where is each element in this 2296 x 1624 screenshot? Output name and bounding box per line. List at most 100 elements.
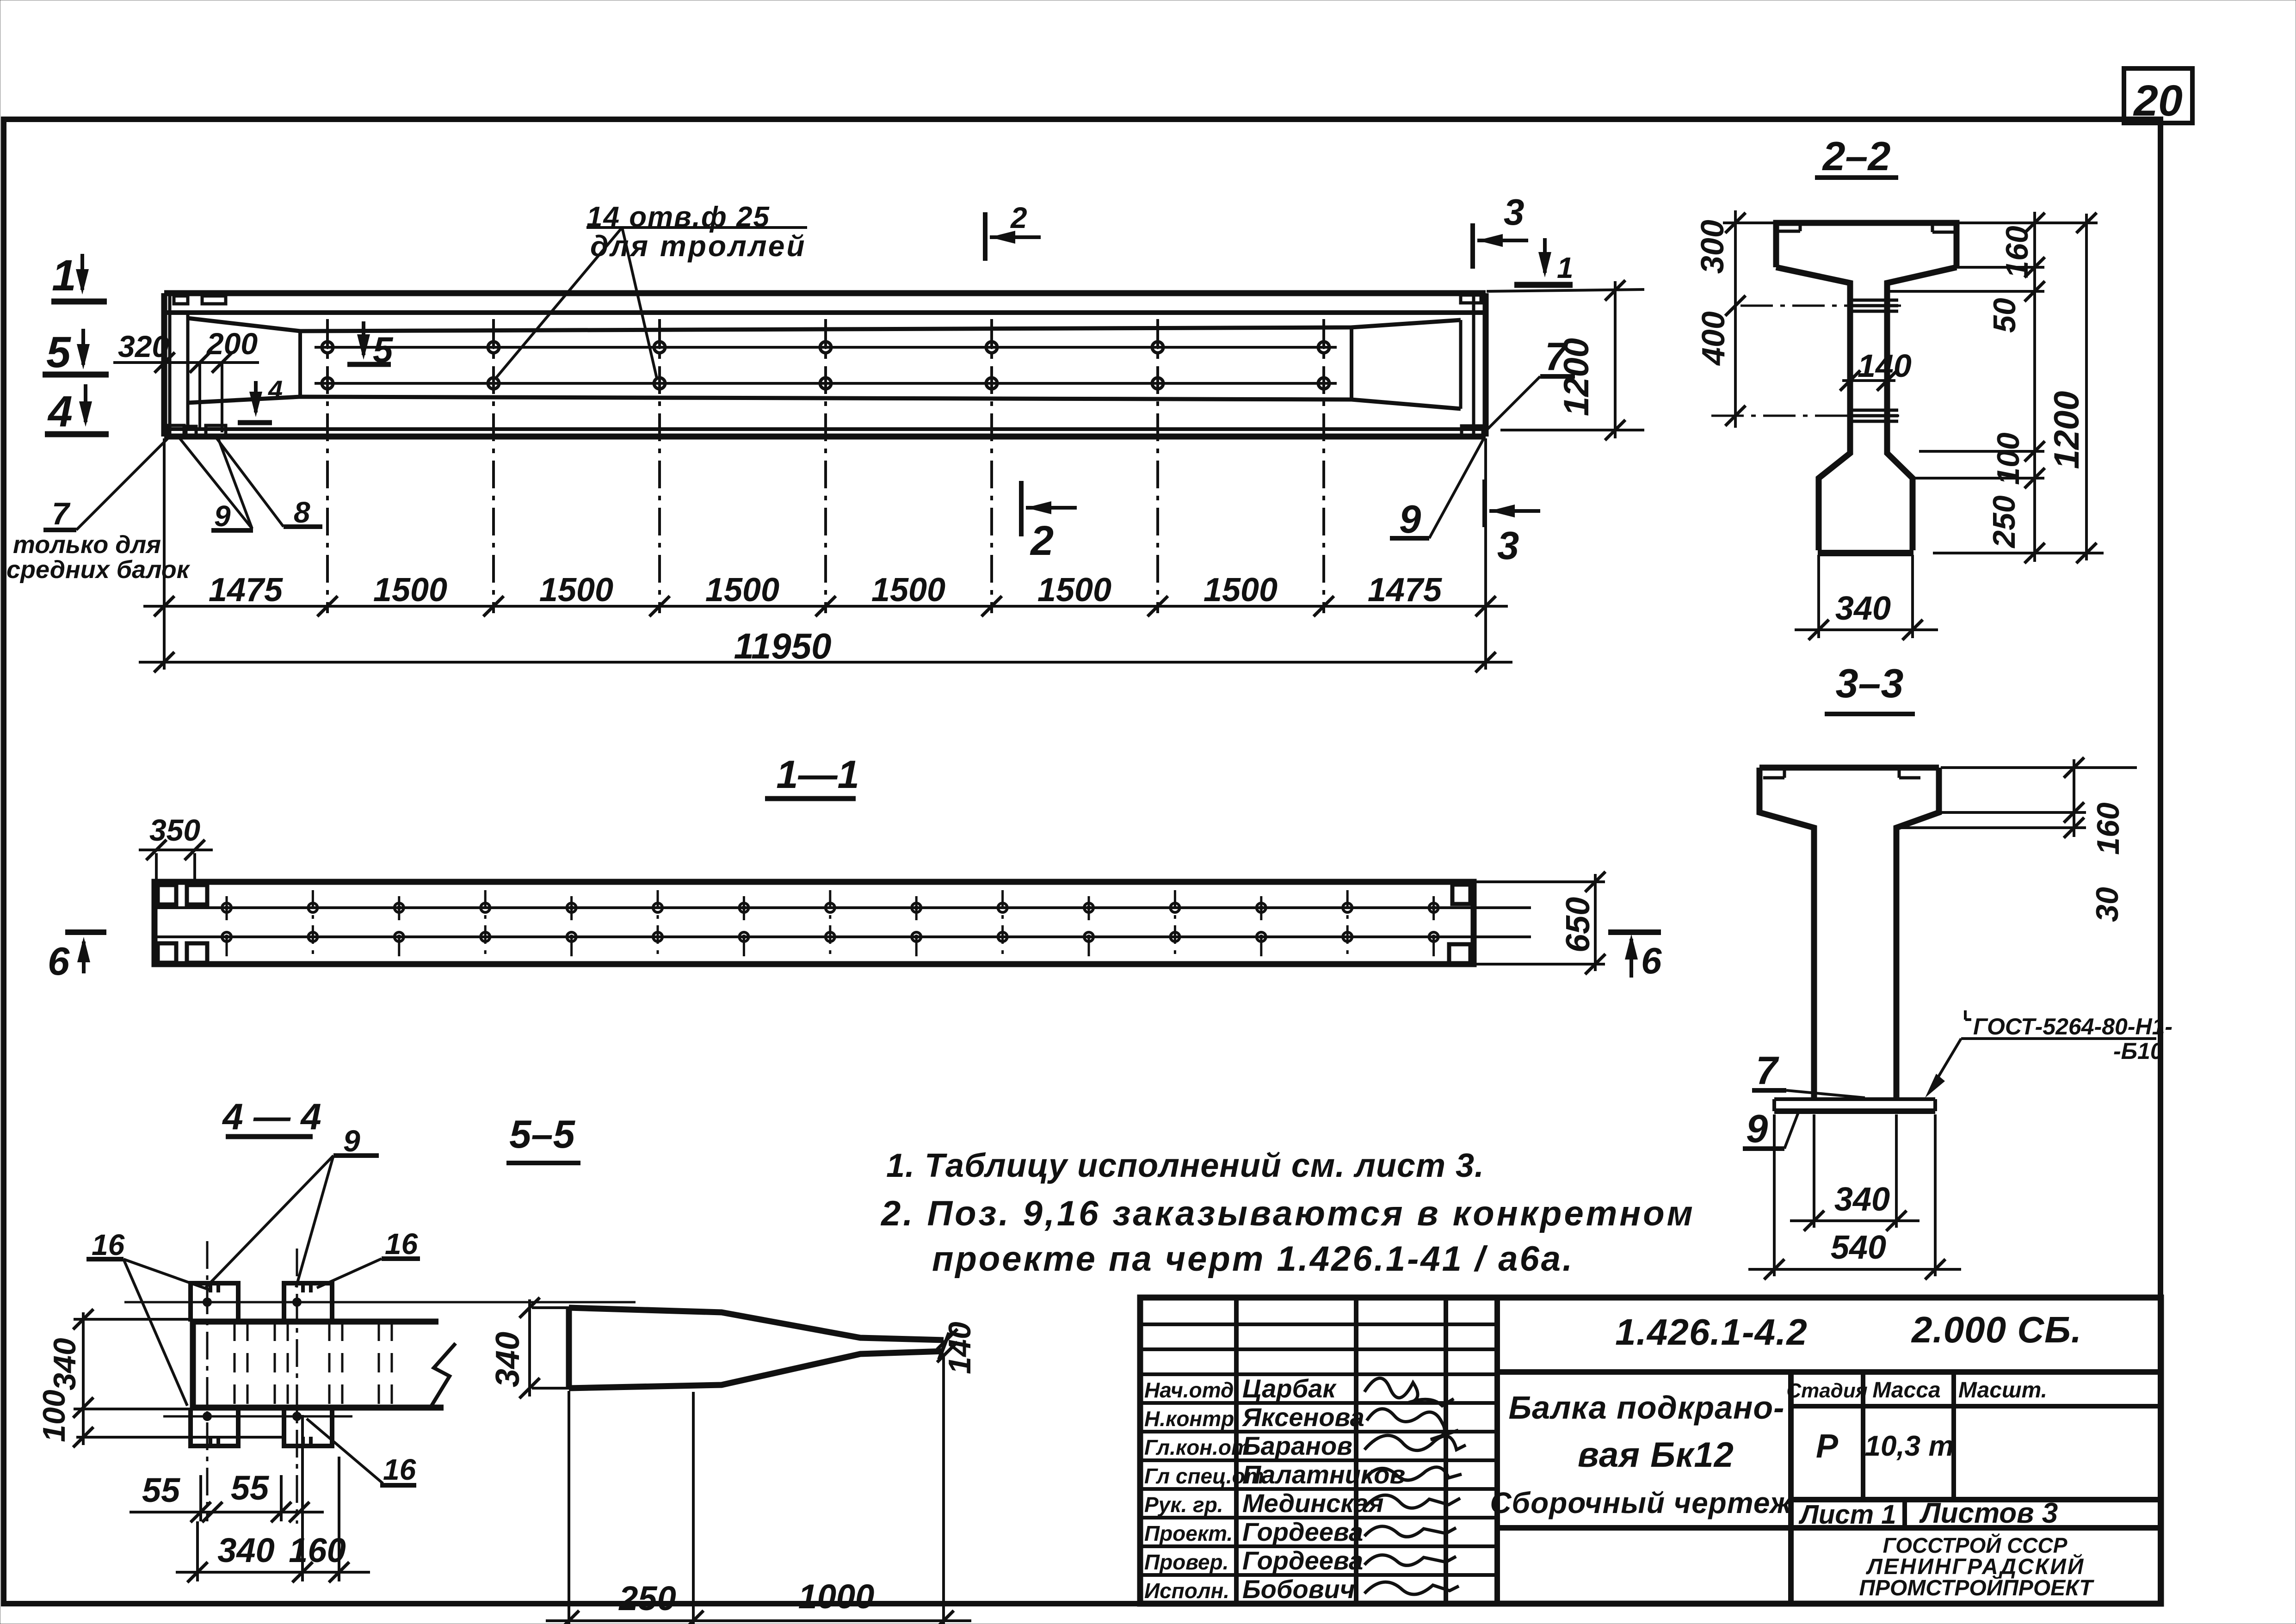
- svg-text:5: 5: [46, 328, 71, 377]
- svg-text:6: 6: [48, 940, 70, 984]
- svg-text:1—1: 1—1: [776, 753, 859, 797]
- svg-text:вая Бк12: вая Бк12: [1578, 1435, 1734, 1475]
- svg-text:Рук. гр.: Рук. гр.: [1144, 1493, 1223, 1517]
- svg-text:140: 140: [942, 1322, 977, 1374]
- svg-text:проекте па черт 1.426.1-41: проекте па черт 1.426.1-41 / а6а.: [932, 1239, 1574, 1279]
- svg-text:140: 140: [1858, 348, 1912, 384]
- svg-text:Проект.: Проект.: [1144, 1521, 1233, 1545]
- svg-text:50: 50: [1987, 298, 2022, 333]
- svg-text:11950: 11950: [734, 626, 831, 666]
- svg-text:340: 340: [47, 1338, 82, 1390]
- svg-text:ГОССТРОЙ СССР: ГОССТРОЙ СССР: [1883, 1533, 2068, 1557]
- svg-text:2–2: 2–2: [1822, 133, 1891, 179]
- svg-text:350: 350: [149, 813, 200, 847]
- svg-text:Гордеева: Гордеева: [1242, 1517, 1363, 1546]
- svg-text:9: 9: [1746, 1107, 1768, 1151]
- svg-text:3–3: 3–3: [1836, 660, 1904, 706]
- svg-text:Р: Р: [1816, 1428, 1839, 1465]
- svg-text:Стадия: Стадия: [1786, 1379, 1867, 1402]
- svg-text:3: 3: [1497, 524, 1519, 568]
- svg-text:Гл.кон.от: Гл.кон.от: [1144, 1435, 1250, 1459]
- svg-text:1200: 1200: [1557, 338, 1596, 416]
- svg-text:160: 160: [289, 1531, 346, 1569]
- svg-text:-Б10: -Б10: [2113, 1038, 2163, 1064]
- svg-text:Палатников: Палатников: [1242, 1460, 1405, 1489]
- svg-text:ПРОМСТРОЙПРОЕКТ: ПРОМСТРОЙПРОЕКТ: [1859, 1575, 2094, 1600]
- svg-text:250: 250: [618, 1579, 676, 1618]
- svg-text:1475: 1475: [209, 572, 283, 609]
- svg-text:Гл спец.от: Гл спец.от: [1144, 1464, 1264, 1488]
- svg-text:Балка подкрано-: Балка подкрано-: [1509, 1390, 1785, 1426]
- svg-text:16: 16: [383, 1453, 416, 1486]
- svg-text:1. Таблицу исполнений см. лис: 1. Таблицу исполнений см. лист 3.: [886, 1147, 1484, 1184]
- svg-text:Мединская: Мединская: [1242, 1489, 1383, 1518]
- svg-text:250: 250: [1987, 495, 2022, 549]
- svg-text:340: 340: [1835, 590, 1891, 627]
- svg-text:2.000 СБ.: 2.000 СБ.: [1911, 1309, 2082, 1350]
- svg-text:160: 160: [2000, 226, 2035, 278]
- svg-text:340: 340: [489, 1332, 526, 1387]
- svg-text:340: 340: [217, 1531, 274, 1569]
- svg-text:1500: 1500: [373, 572, 447, 609]
- svg-text:Провер.: Провер.: [1144, 1550, 1228, 1574]
- svg-text:100: 100: [1991, 432, 2026, 485]
- svg-text:Яксенова: Яксенова: [1241, 1403, 1364, 1432]
- svg-text:320: 320: [118, 329, 169, 363]
- svg-text:10,3 т: 10,3 т: [1864, 1430, 1954, 1462]
- svg-text:4 — 4: 4 — 4: [222, 1096, 321, 1137]
- svg-text:340: 340: [1834, 1181, 1890, 1218]
- svg-text:3: 3: [1504, 191, 1524, 233]
- svg-text:9: 9: [1399, 498, 1421, 541]
- svg-text:16: 16: [92, 1228, 125, 1261]
- svg-text:7: 7: [1545, 335, 1568, 379]
- svg-text:55: 55: [142, 1471, 181, 1509]
- svg-text:Нач.отд: Нач.отд: [1144, 1378, 1234, 1402]
- svg-text:650: 650: [1560, 897, 1597, 953]
- svg-text:540: 540: [1831, 1229, 1886, 1266]
- svg-text:4: 4: [268, 375, 283, 404]
- svg-text:Царбак: Царбак: [1242, 1374, 1337, 1403]
- svg-text:Баранов: Баранов: [1242, 1431, 1352, 1460]
- svg-text:20: 20: [2133, 76, 2183, 125]
- svg-text:2: 2: [1010, 201, 1027, 234]
- svg-text:1200: 1200: [2047, 391, 2086, 469]
- svg-text:Исполн.: Исполн.: [1144, 1579, 1229, 1603]
- svg-text:7: 7: [52, 496, 71, 531]
- svg-text:только для: только для: [13, 531, 161, 559]
- svg-text:2: 2: [1030, 518, 1054, 564]
- svg-text:1.426.1-4.2: 1.426.1-4.2: [1615, 1311, 1808, 1353]
- svg-text:5–5: 5–5: [509, 1113, 576, 1156]
- svg-text:ГОСТ-5264-80-Н1-: ГОСТ-5264-80-Н1-: [1973, 1014, 2173, 1040]
- svg-text:1500: 1500: [1204, 572, 1278, 609]
- svg-text:160: 160: [2091, 802, 2126, 855]
- svg-text:55: 55: [231, 1469, 270, 1507]
- svg-text:9: 9: [343, 1124, 360, 1158]
- svg-text:1500: 1500: [705, 572, 779, 609]
- svg-text:ЛЕНИНГРАДСКИЙ: ЛЕНИНГРАДСКИЙ: [1866, 1554, 2085, 1579]
- svg-text:Н.контр.: Н.контр.: [1144, 1407, 1240, 1431]
- svg-text:16: 16: [385, 1227, 418, 1261]
- svg-text:5: 5: [373, 329, 394, 370]
- svg-text:1500: 1500: [1037, 572, 1111, 609]
- svg-text:6: 6: [1641, 940, 1662, 981]
- svg-text:1000: 1000: [798, 1577, 875, 1616]
- svg-text:300: 300: [1694, 220, 1730, 274]
- svg-text:1500: 1500: [539, 572, 613, 609]
- svg-text:Лист 1: Лист 1: [1798, 1500, 1896, 1530]
- svg-text:Сборочный чертеж: Сборочный чертеж: [1490, 1486, 1793, 1519]
- svg-text:Листов 3: Листов 3: [1919, 1497, 2058, 1529]
- svg-text:8: 8: [294, 496, 310, 529]
- svg-text:Гордеева: Гордеева: [1242, 1546, 1363, 1575]
- svg-text:200: 200: [206, 326, 258, 361]
- svg-text:средних балок: средних балок: [6, 556, 191, 584]
- svg-text:30: 30: [2090, 887, 2125, 922]
- svg-text:400: 400: [1695, 311, 1731, 366]
- svg-text:Бобович: Бобович: [1242, 1575, 1355, 1604]
- svg-text:1500: 1500: [871, 572, 945, 609]
- svg-text:1: 1: [52, 251, 76, 300]
- svg-text:9: 9: [214, 499, 231, 533]
- svg-text:1: 1: [1557, 251, 1574, 284]
- svg-text:4: 4: [47, 387, 73, 436]
- svg-text:7: 7: [1756, 1049, 1779, 1093]
- svg-text:1475: 1475: [1368, 572, 1442, 609]
